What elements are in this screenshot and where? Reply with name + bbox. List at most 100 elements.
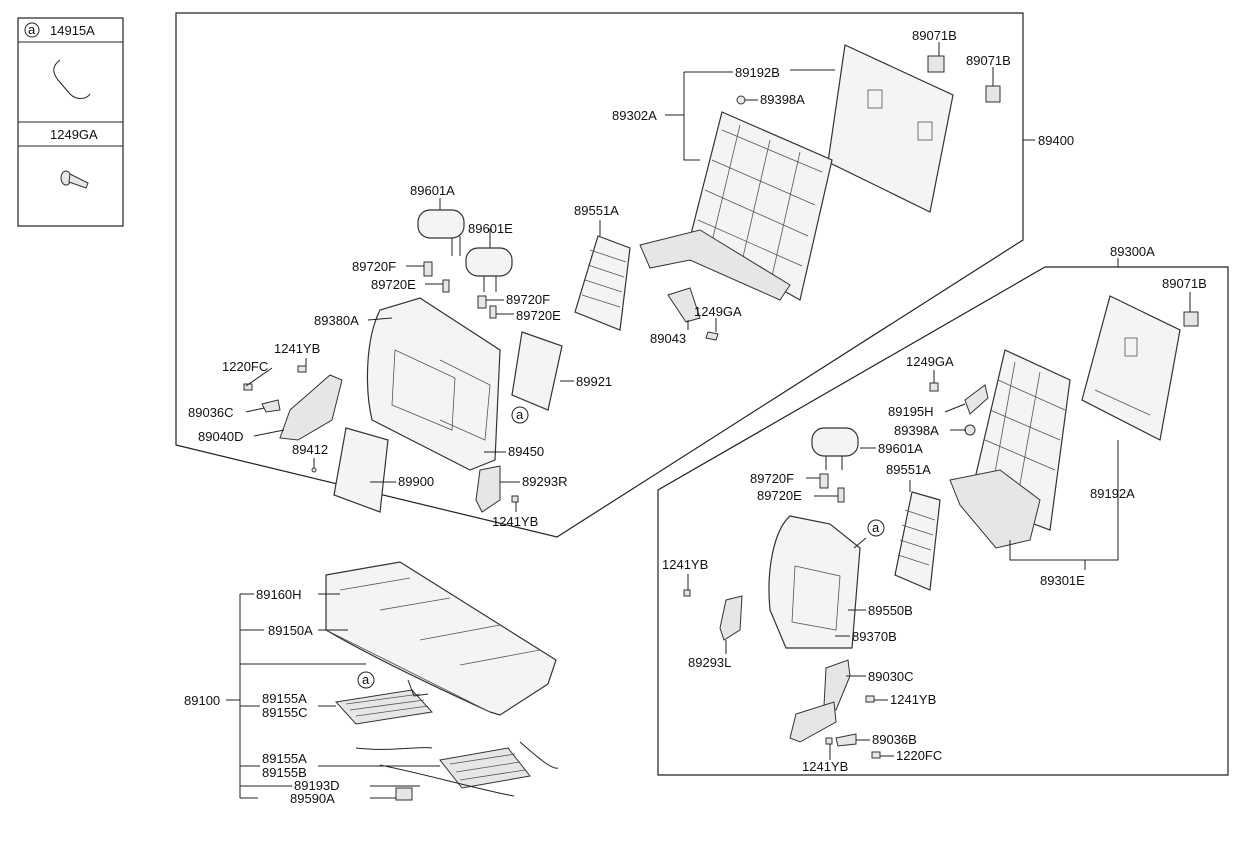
bolt-1241YB (511, 495, 519, 503)
cover-89036C (261, 399, 281, 413)
upper-seat-frame (175, 12, 1024, 538)
back-cover-panel-89192A (1081, 295, 1181, 441)
callout-89155C: 89155C (262, 705, 308, 720)
callout-89071B: 89071B (1162, 276, 1207, 291)
bolt-1220FC (243, 383, 253, 391)
callout-89195H: 89195H (888, 404, 934, 419)
callout-89155A: 89155A (262, 691, 307, 706)
callout-89601E: 89601E (468, 221, 513, 236)
headrest-89601E (465, 247, 513, 292)
ref-marker-a: a (867, 519, 885, 537)
callout-1241YB: 1241YB (662, 557, 708, 572)
bolt-1241YB (865, 695, 875, 703)
hook-clip-icon (53, 59, 91, 99)
seatback-frame-89302A (639, 111, 833, 301)
callout-89100: 89100 (184, 693, 220, 708)
callout-89412: 89412 (292, 442, 328, 457)
callout-89300A: 89300A (1110, 244, 1155, 259)
callout-89192A: 89192A (1090, 486, 1135, 501)
hinge-89040D (279, 374, 343, 441)
callout-1220FC: 1220FC (896, 748, 942, 763)
screw-1249GA (929, 382, 939, 392)
ref-marker-letter: a (516, 407, 524, 422)
callout-89551A: 89551A (886, 462, 931, 477)
callout-89192B: 89192B (735, 65, 780, 80)
callout-89036B: 89036B (872, 732, 917, 747)
callout-89400: 89400 (1038, 133, 1074, 148)
side-cover-89293R (475, 465, 501, 513)
ref-marker-letter: a (362, 672, 370, 687)
legend-code-2: 1249GA (50, 127, 98, 142)
legend-ref-marker (24, 22, 40, 38)
callout-89720F: 89720F (750, 471, 794, 486)
lumbar-pad-89551A (574, 235, 631, 331)
clip-89071B (985, 85, 1001, 103)
callout-1249GA: 1249GA (906, 354, 954, 369)
callout-1249GA: 1249GA (694, 304, 742, 319)
callout-89155A: 89155A (262, 751, 307, 766)
clip-89071B (1183, 311, 1199, 327)
seat-cushion-89160H (325, 561, 557, 716)
heater-pad-89155A (335, 679, 433, 725)
callout-89071B: 89071B (912, 28, 957, 43)
callout-89720E: 89720E (371, 277, 416, 292)
hinge-bracket (789, 701, 837, 743)
seatback-frame-89301E (949, 349, 1071, 549)
lumbar-pad-89551A (894, 491, 941, 591)
bolt-1241YB (683, 589, 691, 597)
callout-89380A: 89380A (314, 313, 359, 328)
bolt-1241YB (297, 365, 307, 373)
callout-89921: 89921 (576, 374, 612, 389)
callout-89036C: 89036C (188, 405, 234, 420)
side-cover-89293L (719, 595, 743, 641)
callout-89160H: 89160H (256, 587, 302, 602)
callout-89720F: 89720F (352, 259, 396, 274)
headrest-89601A (811, 427, 859, 470)
callout-89720E: 89720E (757, 488, 802, 503)
callout-89900: 89900 (398, 474, 434, 489)
callout-89550B: 89550B (868, 603, 913, 618)
callout-89551A: 89551A (574, 203, 619, 218)
callout-89590A: 89590A (290, 791, 335, 806)
callout-89293L: 89293L (688, 655, 731, 670)
leader-lines (226, 42, 1191, 799)
seatback-cushion-89370B (768, 515, 861, 649)
headrest-89601A (417, 209, 465, 256)
callout-1241YB: 1241YB (492, 514, 538, 529)
callout-1220FC: 1220FC (222, 359, 268, 374)
callout-89302A: 89302A (612, 108, 657, 123)
screw-1249GA (705, 331, 719, 341)
callout-1241YB: 1241YB (274, 341, 320, 356)
callout-89193D: 89193D (294, 778, 340, 793)
callout-89301E: 89301E (1040, 573, 1085, 588)
legend-code-1: 14915A (50, 23, 95, 38)
cover-89036B (835, 733, 857, 747)
callout-89720F: 89720F (506, 292, 550, 307)
guide-89720F (819, 473, 829, 489)
bolt-1220FC (871, 751, 881, 759)
wiring-harness-89193D (379, 764, 515, 797)
ref-marker-letter: a (872, 520, 880, 535)
back-cover-panel-89192B (827, 44, 954, 213)
bushing-89398A (736, 95, 746, 105)
callout-89370B: 89370B (852, 629, 897, 644)
guide-89720E (837, 487, 845, 503)
heater-pad-89155B (355, 741, 559, 789)
guide-89720F (477, 295, 487, 309)
callout-89720E: 89720E (516, 308, 561, 323)
callout-89030C: 89030C (868, 669, 914, 684)
pin-89412 (311, 467, 317, 473)
callout-89293R: 89293R (522, 474, 568, 489)
callout-89601A: 89601A (878, 441, 923, 456)
screw-icon (60, 170, 89, 189)
callout-labels: 89071B 89192B 89071B 89398A 89302A 89400… (184, 28, 1207, 806)
armrest-cover-89921 (511, 331, 563, 411)
bracket-89195H (964, 384, 989, 415)
module-89590A (395, 787, 413, 801)
callout-89040D: 89040D (198, 429, 244, 444)
bolt-1241YB (825, 737, 833, 745)
callout-89398A: 89398A (894, 423, 939, 438)
seatback-cushion-89380A (366, 297, 501, 471)
clip-89071B (927, 55, 945, 73)
